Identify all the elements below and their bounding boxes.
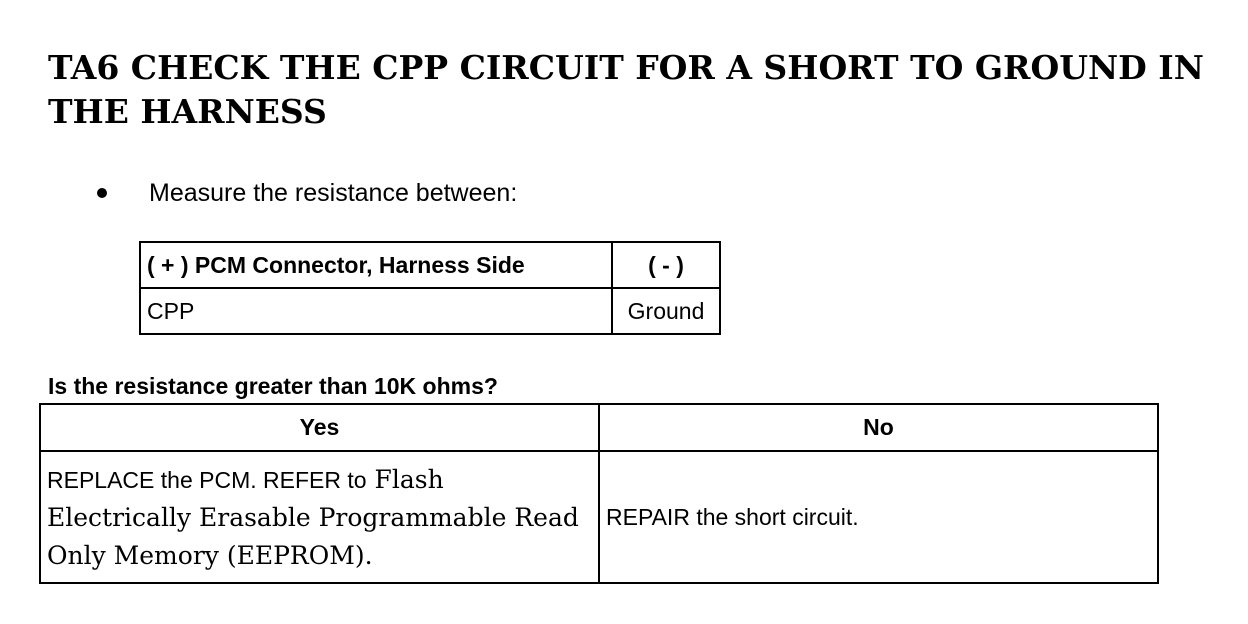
header-no: No xyxy=(598,403,1159,452)
table-row: CPP Ground xyxy=(139,287,721,335)
eeprom-reference-link[interactable]: Flash Electrically Erasable Programmable… xyxy=(47,465,579,570)
measurement-table: ( + ) PCM Connector, Harness Side ( - ) … xyxy=(139,241,721,335)
result-table: Yes No REPLACE the PCM. REFER to Flash E… xyxy=(39,403,1159,584)
table-row: REPLACE the PCM. REFER to Flash Electric… xyxy=(39,450,1159,584)
cell-positive: CPP xyxy=(139,287,613,335)
cell-negative: Ground xyxy=(611,287,721,335)
page-title: TA6 CHECK THE CPP CIRCUIT FOR A SHORT TO… xyxy=(48,48,1204,131)
table-header-row: Yes No xyxy=(39,403,1159,452)
header-negative: ( - ) xyxy=(611,241,721,289)
header-yes: Yes xyxy=(39,403,600,452)
cell-no: REPAIR the short circuit. xyxy=(598,450,1159,584)
bullet-icon xyxy=(97,188,107,198)
yes-action-text: REPLACE the PCM. REFER to xyxy=(47,467,367,493)
cell-yes: REPLACE the PCM. REFER to Flash Electric… xyxy=(39,450,600,584)
question-text: Is the resistance greater than 10K ohms? xyxy=(48,373,498,399)
instruction-bullet: Measure the resistance between: xyxy=(95,176,517,210)
table-header-row: ( + ) PCM Connector, Harness Side ( - ) xyxy=(139,241,721,289)
instruction-text: Measure the resistance between: xyxy=(149,178,518,207)
header-positive: ( + ) PCM Connector, Harness Side xyxy=(139,241,613,289)
